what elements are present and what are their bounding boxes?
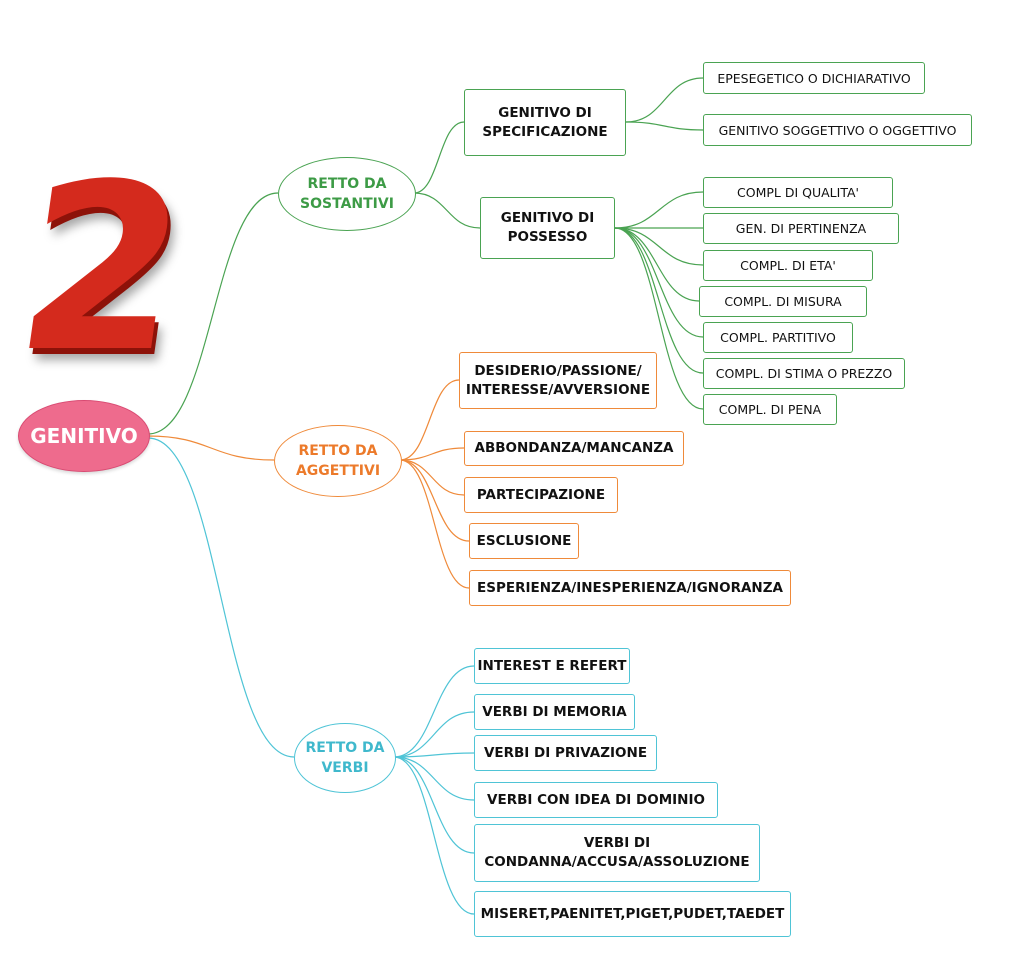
leaf-esperienza-inesperienza[interactable]: ESPERIENZA/INESPERIENZA/IGNORANZA [469,570,791,606]
number-two-graphic: 2 [3,136,201,403]
link-aggettivi-leaf [399,459,465,496]
link-aggettivi-leaf [399,459,470,542]
leaf-compl-di-stima-o-prezzo[interactable]: COMPL. DI STIMA O PREZZO [703,358,905,389]
link-possesso-leaf [614,191,704,229]
leaf-compl-di-eta[interactable]: COMPL. DI ETA' [703,250,873,281]
leaf-verbi-di-memoria[interactable]: VERBI DI MEMORIA [474,694,635,730]
link-root-verbi [147,437,295,758]
leaf-verbi-di-condanna[interactable]: VERBI DI CONDANNA/ACCUSA/ASSOLUZIONE [474,824,760,882]
leaf-compl-di-pena[interactable]: COMPL. DI PENA [703,394,837,425]
leaf-interest-e-refert[interactable]: INTEREST E REFERT [474,648,630,684]
leaf-verbi-di-privazione[interactable]: VERBI DI PRIVAZIONE [474,735,657,771]
node-genitivo-di-specificazione[interactable]: GENITIVO DI SPECIFICAZIONE [464,89,626,156]
leaf-abbondanza-mancanza[interactable]: ABBONDANZA/MANCANZA [464,431,684,466]
link-sostantivi-specificazione [413,121,465,194]
link-verbi-leaf [393,756,475,915]
leaf-miseret-paenitet[interactable]: MISERET,PAENITET,PIGET,PUDET,TAEDET [474,891,791,937]
branch-retto-da-verbi[interactable]: RETTO DA VERBI [294,723,396,793]
link-verbi-leaf [393,752,475,758]
branch-retto-da-sostantivi[interactable]: RETTO DA SOSTANTIVI [278,157,416,231]
link-aggettivi-leaf [399,379,460,461]
leaf-partecipazione[interactable]: PARTECIPAZIONE [464,477,618,513]
link-sostantivi-possesso [413,192,481,229]
leaf-compl-di-misura[interactable]: COMPL. DI MISURA [699,286,867,317]
link-aggettivi-leaf [399,447,465,461]
node-genitivo-di-possesso[interactable]: GENITIVO DI POSSESSO [480,197,615,259]
leaf-verbi-con-idea-di-dominio[interactable]: VERBI CON IDEA DI DOMINIO [474,782,718,818]
link-spec-leaf [625,77,704,123]
link-root-aggettivi [147,435,275,461]
link-possesso-leaf [614,227,704,266]
leaf-desiderio-passione[interactable]: DESIDERIO/PASSIONE/ INTERESSE/AVVERSIONE [459,352,657,409]
root-node-genitivo[interactable]: GENITIVO [18,400,150,472]
link-spec-leaf [625,121,704,131]
leaf-gen-di-pertinenza[interactable]: GEN. DI PERTINENZA [703,213,899,244]
leaf-compl-di-qualita[interactable]: COMPL DI QUALITA' [703,177,893,208]
leaf-esclusione[interactable]: ESCLUSIONE [469,523,579,559]
link-verbi-leaf [393,756,475,801]
link-verbi-leaf [393,756,475,854]
link-possesso-leaf [614,227,700,302]
leaf-epesegetico[interactable]: EPESEGETICO O DICHIARATIVO [703,62,925,94]
link-aggettivi-leaf [399,459,470,589]
leaf-compl-partitivo[interactable]: COMPL. PARTITIVO [703,322,853,353]
branch-retto-da-aggettivi[interactable]: RETTO DA AGGETTIVI [274,425,402,497]
link-verbi-leaf [393,665,475,758]
link-possesso-leaf [614,227,704,338]
leaf-genitivo-soggettivo-oggettivo[interactable]: GENITIVO SOGGETTIVO O OGGETTIVO [703,114,972,146]
link-verbi-leaf [393,711,475,758]
